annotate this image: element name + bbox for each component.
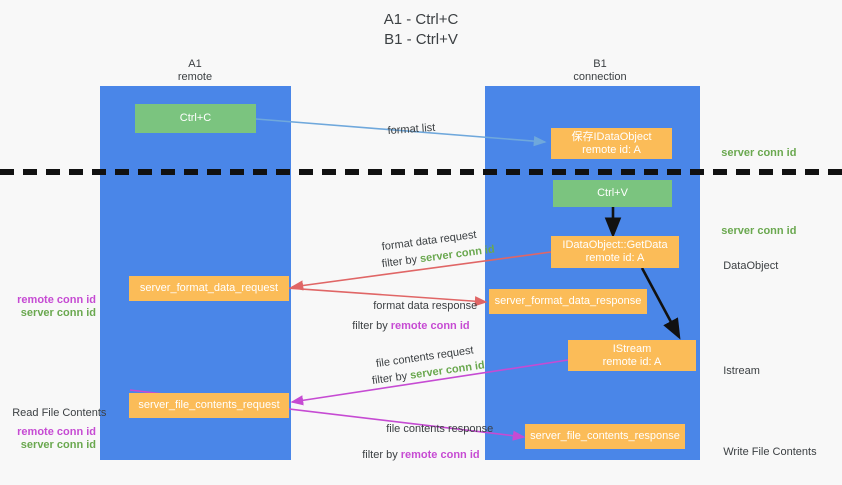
column-b1-sub: connection [573, 71, 627, 83]
edge-label-file-contents-response-filter-key: remote conn id [400, 449, 480, 461]
annotation-read-file-contents: Read File Contents [0, 392, 106, 434]
edge-label-format-data-response-text: format data response [373, 300, 478, 312]
column-a1-name: A1 [188, 58, 202, 70]
title-line-1: A1 - Ctrl+C [383, 11, 459, 28]
edge-label-format-data-request-filter-key: server conn id [419, 243, 496, 266]
edge-label-format-data-response: format data response [361, 285, 477, 327]
column-b1-name: B1 [593, 58, 607, 70]
annotation-server-conn-id-bottom: server conn id [0, 424, 96, 466]
box-server-format-data-request[interactable]: server_format_data_request [129, 276, 289, 301]
box-server-file-contents-request[interactable]: server_file_contents_request [129, 393, 289, 418]
box-idataobject-getdata-label: IDataObject::GetData remote id: A [562, 239, 668, 264]
box-istream-label: IStream remote id: A [602, 342, 662, 368]
annotation-server-conn-id-mid: server conn id [709, 210, 796, 252]
annotation-dataobject-text: DataObject [723, 260, 779, 272]
annotation-istream-text: Istream [723, 365, 760, 377]
annotation-remote-conn-id-bottom-text: remote conn id [17, 426, 96, 438]
edge-label-format-data-request-filter-prefix: filter by [381, 253, 421, 271]
box-server-file-contents-response-label: server_file_contents_response [530, 430, 680, 442]
edge-label-format-data-response-filter: filter by remote conn id [340, 305, 470, 347]
box-idataobject-getdata[interactable]: IDataObject::GetData remote id: A [551, 236, 679, 268]
annotation-server-conn-id-top-text: server conn id [721, 147, 797, 159]
annotation-write-file-contents-text: Write File Contents [723, 446, 817, 458]
annotation-read-file-contents-text: Read File Contents [12, 407, 107, 419]
edge-label-file-contents-request-filter-key: server conn id [409, 359, 486, 382]
annotation-write-file-contents: Write File Contents [711, 431, 817, 473]
edge-label-format-list-text: format list [387, 121, 436, 138]
edge-label-file-contents-response-filter: filter by remote conn id [350, 434, 480, 476]
annotation-server-conn-id-mid-text: server conn id [721, 225, 797, 237]
box-save-idataobject[interactable]: 保存IDataObject remote id: A [551, 128, 672, 159]
box-server-format-data-response[interactable]: server_format_data_response [489, 289, 647, 314]
box-istream[interactable]: IStream remote id: A [568, 340, 696, 371]
annotation-istream: Istream [711, 350, 760, 392]
edge-label-format-data-response-filter-prefix: filter by [352, 320, 391, 332]
box-ctrl-c-label: Ctrl+C [179, 112, 212, 124]
box-server-file-contents-request-label: server_file_contents_request [138, 399, 280, 411]
edge-label-file-contents-response-text: file contents response [386, 423, 494, 435]
annotation-remote-conn-id-mid: remote conn id [0, 279, 96, 321]
annotation-server-conn-id-left-mid-text: server conn id [20, 307, 96, 319]
edge-label-file-contents-response: file contents response [374, 408, 493, 450]
edge-label-format-data-response-filter-key: remote conn id [390, 320, 470, 332]
column-a1-sub: remote [177, 71, 213, 83]
box-server-format-data-response-label: server_format_data_response [494, 295, 642, 307]
edge-label-file-contents-request-filter-prefix: filter by [371, 369, 412, 388]
box-save-idataobject-label: 保存IDataObject remote id: A [571, 130, 652, 156]
box-server-file-contents-response[interactable]: server_file_contents_response [525, 424, 685, 449]
box-ctrl-v[interactable]: Ctrl+V [553, 180, 672, 207]
title-line-2: B1 - Ctrl+V [384, 31, 458, 48]
annotation-dataobject: DataObject [711, 245, 778, 287]
annotation-server-conn-id-bottom-text: server conn id [20, 439, 96, 451]
box-ctrl-v-label: Ctrl+V [597, 187, 628, 199]
edge-label-file-contents-response-filter-prefix: filter by [362, 449, 401, 461]
column-header-b1: B1 connection [545, 58, 655, 84]
column-header-a1: A1 remote [140, 58, 250, 84]
box-ctrl-c[interactable]: Ctrl+C [135, 104, 256, 133]
box-server-format-data-request-label: server_format_data_request [139, 282, 279, 294]
annotation-server-conn-id-left-mid: server conn id [0, 292, 96, 334]
annotation-remote-conn-id-bottom: remote conn id [0, 411, 96, 453]
page-title: A1 - Ctrl+C B1 - Ctrl+V [0, 10, 842, 50]
annotation-server-conn-id-top: server conn id [709, 132, 796, 174]
edge-label-format-list: format list [374, 107, 437, 153]
annotation-remote-conn-id-mid-text: remote conn id [17, 294, 96, 306]
